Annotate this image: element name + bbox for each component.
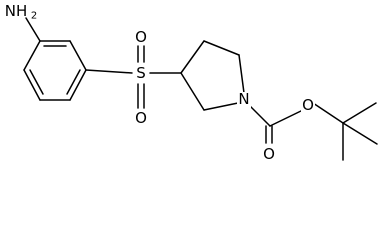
bond-tbu-methyl-1	[342, 102, 377, 124]
bond-benzene-6	[23, 40, 41, 71]
label-sulfur: S	[136, 64, 146, 82]
sulfonyl-group	[137, 45, 145, 109]
bond-tbu-methyl-2	[342, 122, 378, 145]
svg-text:NH: NH	[5, 2, 28, 20]
svg-text:2: 2	[31, 11, 37, 22]
bond-aryl-sulfur	[85, 69, 133, 74]
bond-benzene-double-2	[66, 69, 81, 95]
bond-c2-c3	[180, 72, 205, 111]
label-carbonyl-oxygen: O	[263, 145, 275, 163]
label-amine: NH 2	[5, 2, 37, 22]
bond-n-c2	[203, 102, 239, 111]
label-ring-nitrogen: N	[238, 90, 249, 108]
boc-group	[249, 102, 378, 161]
bond-benzene-5	[23, 69, 41, 101]
bond-c3-c4	[180, 40, 205, 74]
bond-benzene-3	[69, 69, 87, 101]
bond-n-carbonyl	[249, 105, 271, 127]
label-sulfonyl-oxygen-bottom: O	[135, 109, 147, 127]
molecule-canvas: NH 2 S O O N O O	[5, 2, 378, 163]
label-sulfonyl-oxygen-top: O	[135, 28, 147, 46]
bond-carbonyl-ester-o	[269, 109, 304, 127]
benzene-ring	[23, 40, 87, 101]
bond-benzene-2	[69, 40, 87, 71]
bond-benzene-double-3	[29, 69, 44, 95]
pyrrolidine-ring	[180, 40, 245, 111]
molecule-structure: NH 2 S O O N O O	[5, 2, 378, 163]
label-ester-oxygen: O	[302, 96, 314, 114]
bond-ester-o-tbu	[312, 102, 344, 124]
bond-c4-c5	[203, 40, 240, 56]
bond-c5-n	[238, 54, 245, 94]
bond-ring-amine	[25, 17, 41, 42]
